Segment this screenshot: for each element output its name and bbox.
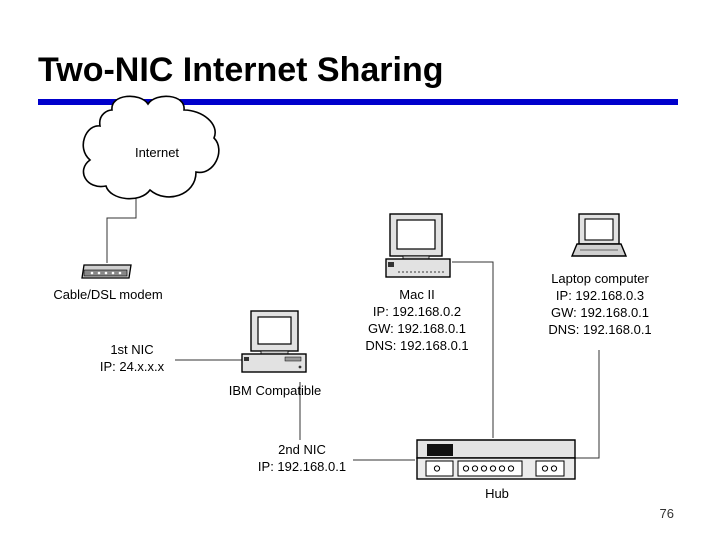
- mac-hub-link: [452, 261, 494, 438]
- nic2-title: 2nd NIC: [278, 442, 326, 457]
- desktop-computer-icon: [241, 310, 307, 373]
- laptop-ip: IP: 192.168.0.3: [556, 288, 644, 303]
- mac-dns: DNS: 192.168.0.1: [365, 338, 468, 353]
- modem-icon: [81, 264, 132, 279]
- nic1-title: 1st NIC: [110, 342, 153, 357]
- mac-ii: Mac II IP: 192.168.0.2 GW: 192.168.0.1 D…: [365, 213, 469, 353]
- modem-label: Cable/DSL modem: [53, 287, 162, 302]
- mac-gw: GW: 192.168.0.1: [368, 321, 466, 336]
- laptop-dns: DNS: 192.168.0.1: [548, 322, 651, 337]
- mac-name: Mac II: [399, 287, 434, 302]
- internet-label: Internet: [135, 145, 179, 160]
- mac-ip: IP: 192.168.0.2: [373, 304, 461, 319]
- internet-cloud: Internet: [82, 95, 220, 200]
- laptop-icon: [570, 213, 628, 257]
- slide-title: Two-NIC Internet Sharing: [38, 51, 444, 89]
- desktop-computer-icon: [385, 213, 451, 278]
- laptop-gw: GW: 192.168.0.1: [551, 305, 649, 320]
- nic1-ip: IP: 24.x.x.x: [100, 359, 165, 374]
- laptop-hub-link: [575, 350, 600, 459]
- nic2-ip: IP: 192.168.0.1: [258, 459, 346, 474]
- ibm-label: IBM Compatible: [229, 383, 321, 398]
- connection-lines: [106, 198, 600, 461]
- nic1-ibm-link: [175, 354, 245, 361]
- internet-modem-link: [106, 198, 137, 263]
- nic1-label: 1st NIC IP: 24.x.x.x: [100, 342, 165, 374]
- ibm-compatible: IBM Compatible: [229, 310, 321, 398]
- laptop-computer: Laptop computer IP: 192.168.0.3 GW: 192.…: [548, 213, 652, 337]
- hub: Hub: [416, 439, 576, 501]
- page-number: 76: [659, 506, 674, 521]
- laptop-name: Laptop computer: [551, 271, 649, 286]
- cloud-icon: [82, 95, 220, 200]
- title-rule: [38, 99, 678, 105]
- hub-label: Hub: [485, 486, 509, 501]
- hub-icon: [416, 439, 576, 480]
- nic2-label: 2nd NIC IP: 192.168.0.1: [258, 442, 346, 474]
- modem: Cable/DSL modem: [53, 264, 163, 302]
